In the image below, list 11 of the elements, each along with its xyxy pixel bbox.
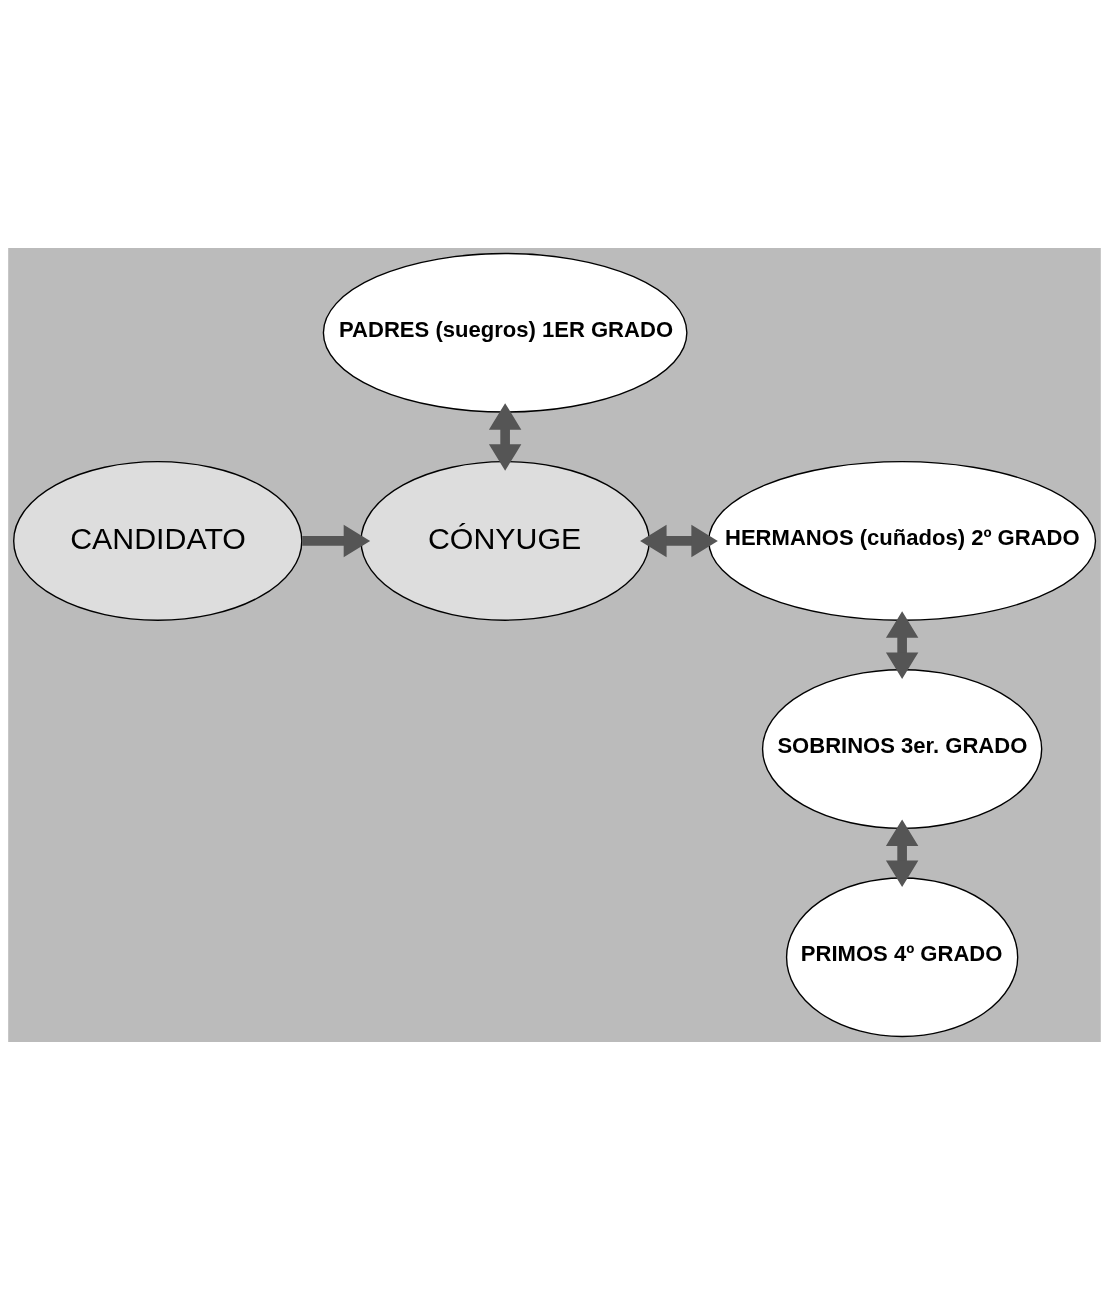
node-ellipse: SOBRINOS 3er. GRADO xyxy=(761,669,1043,830)
arrow xyxy=(488,403,522,471)
node-ellipse: CANDIDATO xyxy=(13,460,303,621)
node-ellipse: PRIMOS 4º GRADO xyxy=(785,877,1019,1038)
arrow xyxy=(885,819,919,888)
node-ellipse: CÓNYUGE xyxy=(360,460,650,621)
node-ellipse: HERMANOS (cuñados) 2º GRADO xyxy=(708,460,1097,621)
arrow xyxy=(302,524,371,558)
arrow xyxy=(640,524,718,558)
node-ellipse: PADRES (suegros) 1ER GRADO xyxy=(322,252,688,413)
arrow xyxy=(885,611,919,679)
